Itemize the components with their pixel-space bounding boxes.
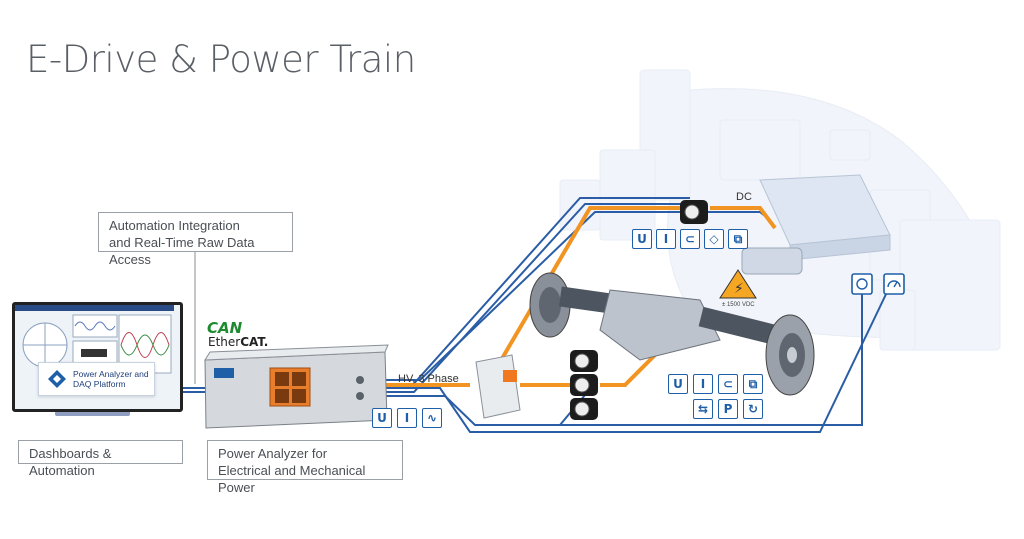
power-analyzer-callout: Power Analyzer for Electrical and Mechan… xyxy=(207,440,403,495)
platform-logo-icon xyxy=(48,370,66,388)
voltage-icon: U xyxy=(632,229,652,249)
ethercat-logo: EtherCAT. xyxy=(208,335,269,349)
platform-card: Power Analyzer and DAQ Platform xyxy=(38,362,155,396)
monitor-screen xyxy=(12,302,183,412)
speed-icon: ↻ xyxy=(743,399,763,419)
high-voltage-warning-icon: ⚡ xyxy=(719,269,757,299)
drive-axle xyxy=(529,272,815,396)
motor-power-icon: ⊂ xyxy=(718,374,738,394)
dashboards-callout: Dashboards & Automation xyxy=(18,440,183,478)
current-sensors-3phase xyxy=(570,350,598,420)
can-logo: CAN xyxy=(207,319,243,337)
motor-voltage-icon: U xyxy=(668,374,688,394)
speed-sensor-icon xyxy=(851,273,873,295)
gauge-sensor-icon xyxy=(883,273,905,295)
mechanical-power-icon: P xyxy=(718,399,738,419)
screen-graphs xyxy=(15,305,174,374)
power-analyzer-device xyxy=(204,344,389,429)
analyzer-current-icon: I xyxy=(397,408,417,428)
dc-label: DC xyxy=(736,191,752,203)
motor-energy-icon: ⧉ xyxy=(743,374,763,394)
efficiency-icon: ◇ xyxy=(704,229,724,249)
platform-title: Power Analyzer and DAQ Platform xyxy=(73,369,149,389)
energy-icon: ⧉ xyxy=(728,229,748,249)
cable-dc-2 xyxy=(710,206,777,230)
automation-callout: Automation Integration and Real-Time Raw… xyxy=(98,212,293,267)
battery-pack xyxy=(759,174,891,261)
current-sensor-dc xyxy=(680,200,708,224)
hv-warning-label: ± 1500 VDC xyxy=(722,302,755,308)
power-icon: ⊂ xyxy=(680,229,700,249)
svg-text:⚡: ⚡ xyxy=(734,281,744,297)
cable-blue-5 xyxy=(386,290,863,426)
rear-drive-unit xyxy=(741,247,803,275)
analyzer-voltage-icon: U xyxy=(372,408,392,428)
cable-blue-4 xyxy=(386,289,889,433)
current-icon: I xyxy=(656,229,676,249)
waveform-icon: ∿ xyxy=(422,408,442,428)
hv-label: HV, 3 Phase xyxy=(398,373,459,385)
torque-icon: ⇆ xyxy=(693,399,713,419)
page-title: E-Drive & Power Train xyxy=(26,38,416,81)
motor-current-icon: I xyxy=(693,374,713,394)
cable-3phase xyxy=(520,353,657,387)
inverter-unit xyxy=(475,354,521,419)
